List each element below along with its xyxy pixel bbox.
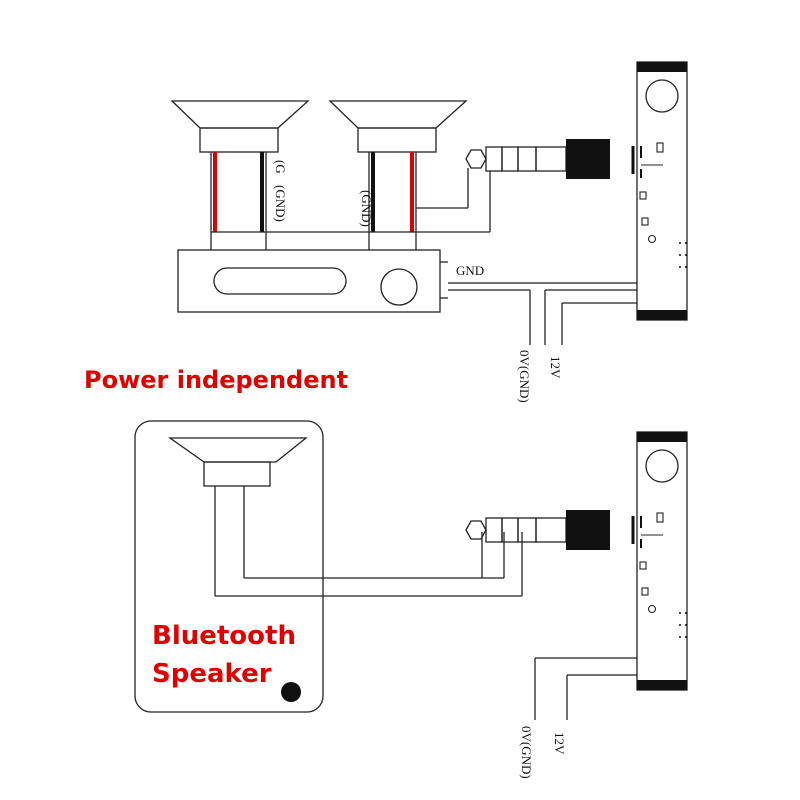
bluetooth-module-bottom	[631, 431, 688, 691]
bottom-0v-label: 0V(GND)	[519, 726, 534, 779]
gnd-wire-label-left-2: (GND)	[273, 185, 288, 222]
speaker-left-icon	[170, 100, 310, 250]
bluetooth-speaker-enclosure	[134, 420, 324, 713]
top-circuit: (G (GND) (GND)	[170, 61, 688, 403]
gnd-wire-label-left: (G	[273, 160, 288, 174]
gnd-main-label: GND	[456, 263, 484, 278]
top-12v-label: 12V	[548, 356, 563, 379]
bottom-circuit: Bluetooth Speaker	[134, 420, 688, 779]
power-independent-label: Power independent	[84, 366, 348, 394]
speaker-button-dot	[281, 682, 301, 702]
top-0v-label: 0V(GND)	[517, 350, 532, 403]
audio-jack-top-icon	[465, 139, 610, 179]
bluetooth-speaker-icon	[167, 437, 308, 596]
bluetooth-speaker-label-line1: Bluetooth	[152, 621, 296, 651]
bluetooth-speaker-label-line2: Speaker	[152, 659, 272, 689]
bluetooth-module-top	[631, 61, 688, 321]
bottom-12v-label: 12V	[552, 732, 567, 755]
audio-jack-bottom-icon	[465, 510, 610, 550]
speaker-right-icon	[328, 100, 468, 250]
gnd-wire-label-right: (GND)	[359, 190, 374, 227]
amplifier-box	[177, 249, 448, 313]
